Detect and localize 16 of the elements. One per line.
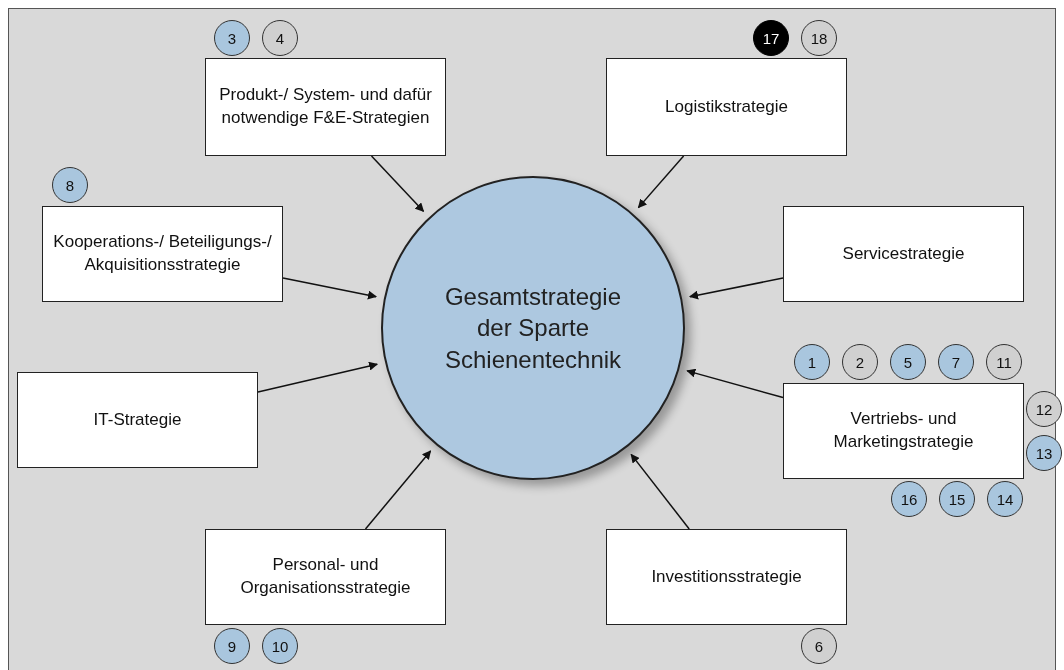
arrow: [630, 453, 690, 530]
arrow: [370, 155, 425, 213]
strategy-box: Personal- und Organisationsstrategie: [205, 529, 446, 625]
arrow: [689, 277, 784, 300]
strategy-box: IT-Strategie: [17, 372, 258, 468]
arrow: [282, 277, 377, 300]
strategy-box: Investitionsstrategie: [606, 529, 847, 625]
strategy-box: Vertriebs- und Marketingstrategie: [783, 383, 1024, 479]
arrow: [257, 361, 379, 393]
strategy-box: Logistikstrategie: [606, 58, 847, 156]
arrow: [637, 155, 685, 209]
strategy-box: Servicestrategie: [783, 206, 1024, 302]
strategy-box: Kooperations-/ Beteiligungs-/ Akquisitionsstrategie: [42, 206, 283, 302]
arrow: [364, 450, 432, 530]
strategy-box: Produkt-/ System- und dafür notwendige F&E-Strategien: [205, 58, 446, 156]
arrow: [686, 368, 784, 399]
